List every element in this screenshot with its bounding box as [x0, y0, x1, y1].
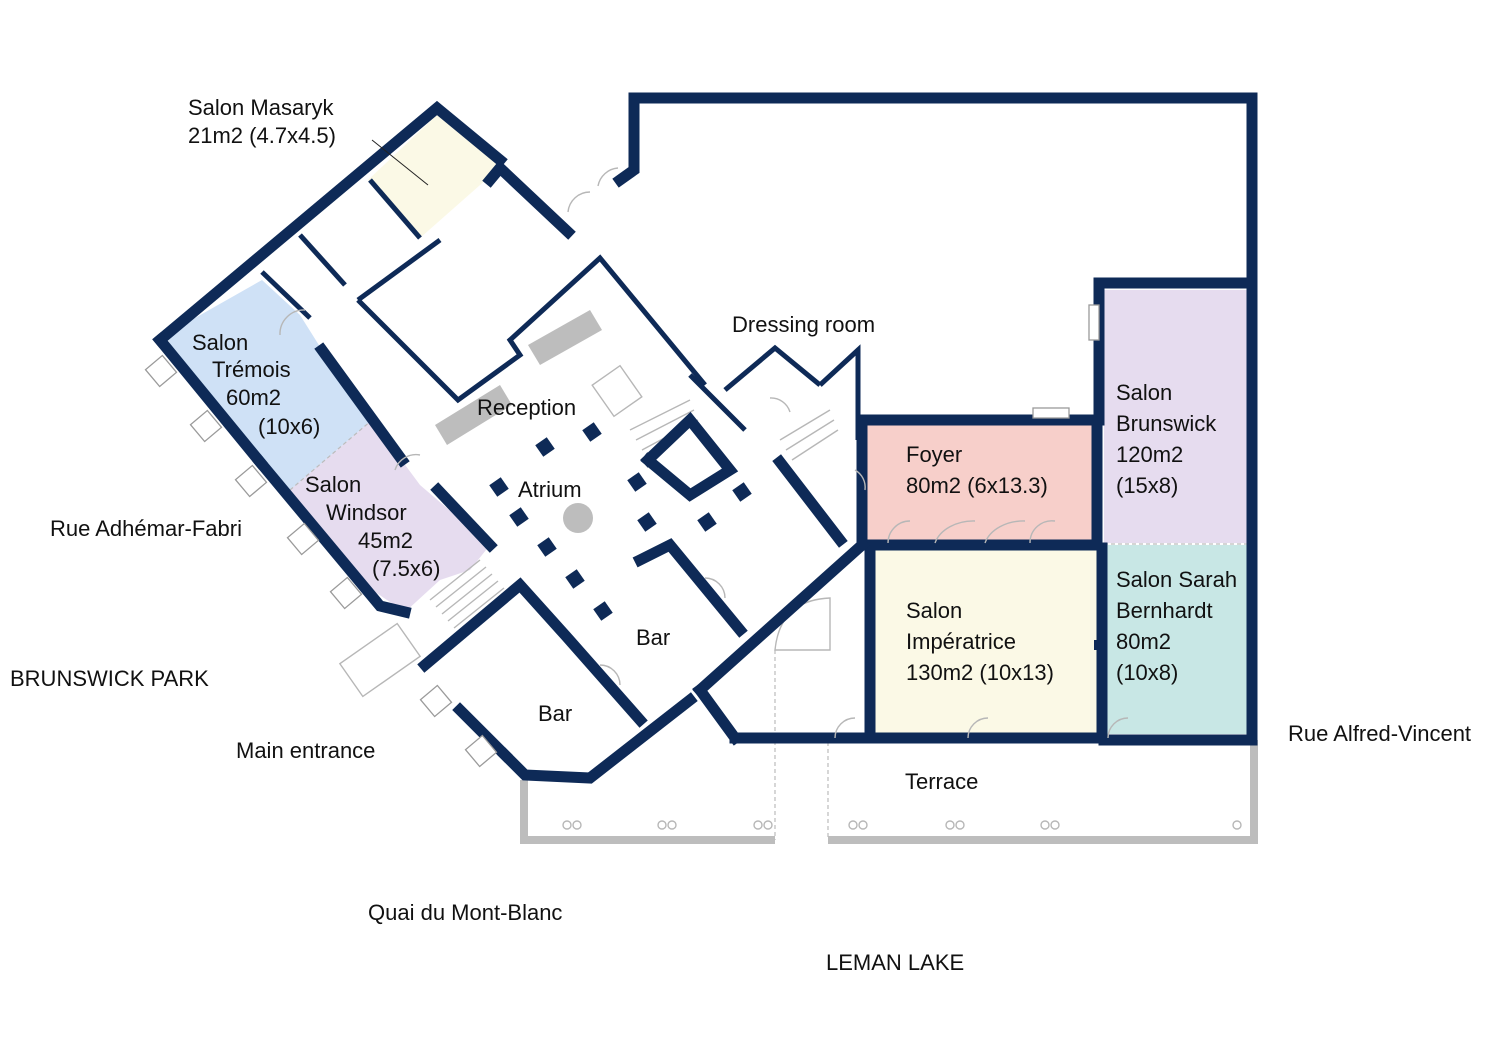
room-fill-tremois[interactable] [165, 280, 372, 490]
label-salon-masaryk: Salon Masaryk [188, 95, 335, 120]
terrace-boundary [520, 650, 1258, 844]
stair-shapes [338, 364, 839, 698]
label-windsor-3: 45m2 [358, 528, 413, 553]
street-brunswick-park: BRUNSWICK PARK [10, 666, 209, 691]
label-tremois-3: 60m2 [226, 385, 281, 410]
label-brunswick-1: Salon [1116, 380, 1172, 405]
street-leman-lake: LEMAN LAKE [826, 950, 964, 975]
room-fill-masaryk[interactable] [368, 112, 500, 238]
label-imperatrice-2: Impératrice [906, 629, 1016, 654]
label-windsor-1: Salon [305, 472, 361, 497]
label-imperatrice-3: 130m2 (10x13) [906, 660, 1054, 685]
room-fill-imperatrice[interactable] [872, 546, 1102, 734]
room-fill-windsor[interactable] [290, 420, 490, 612]
label-reception: Reception [477, 395, 576, 420]
label-tremois-1: Salon [192, 330, 248, 355]
label-foyer-2: 80m2 (6x13.3) [906, 473, 1048, 498]
label-bar-lower: Bar [538, 701, 572, 726]
label-imperatrice-1: Salon [906, 598, 962, 623]
street-quai-du-mont-blanc: Quai du Mont-Blanc [368, 900, 562, 925]
label-main-entrance: Main entrance [236, 738, 375, 763]
label-tremois-2: Trémois [212, 357, 291, 382]
reception-desk [435, 310, 602, 445]
masaryk-leader-line [371, 139, 429, 186]
street-rue-adhemar-fabri: Rue Adhémar-Fabri [50, 516, 242, 541]
label-sarah-3: 80m2 [1116, 629, 1171, 654]
room-fill-brunswick[interactable] [1104, 290, 1250, 543]
label-brunswick-2: Brunswick [1116, 411, 1217, 436]
atrium-fountain [563, 503, 593, 533]
door-swings [279, 167, 1129, 739]
room-fill-sarah-bernhardt[interactable] [1104, 545, 1250, 734]
label-bar-upper: Bar [636, 625, 670, 650]
label-tremois-4: (10x6) [258, 414, 320, 439]
label-brunswick-3: 120m2 [1116, 442, 1183, 467]
room-fill-foyer[interactable] [865, 425, 1097, 543]
label-dressing-room: Dressing room [732, 312, 875, 337]
label-atrium: Atrium [518, 477, 582, 502]
label-sarah-2: Bernhardt [1116, 598, 1213, 623]
divider-tremois-windsor [289, 419, 373, 491]
atrium-columns [489, 422, 1104, 650]
label-sarah-4: (10x8) [1116, 660, 1178, 685]
label-windsor-2: Windsor [326, 500, 407, 525]
label-foyer-1: Foyer [906, 442, 962, 467]
label-windsor-4: (7.5x6) [372, 556, 440, 581]
street-rue-alfred-vincent: Rue Alfred-Vincent [1288, 721, 1471, 746]
west-windows [144, 304, 1100, 768]
label-terrace: Terrace [905, 769, 978, 794]
label-masaryk-area: 21m2 (4.7x4.5) [188, 123, 336, 148]
label-sarah-1: Salon Sarah [1116, 567, 1237, 592]
label-brunswick-4: (15x8) [1116, 473, 1178, 498]
